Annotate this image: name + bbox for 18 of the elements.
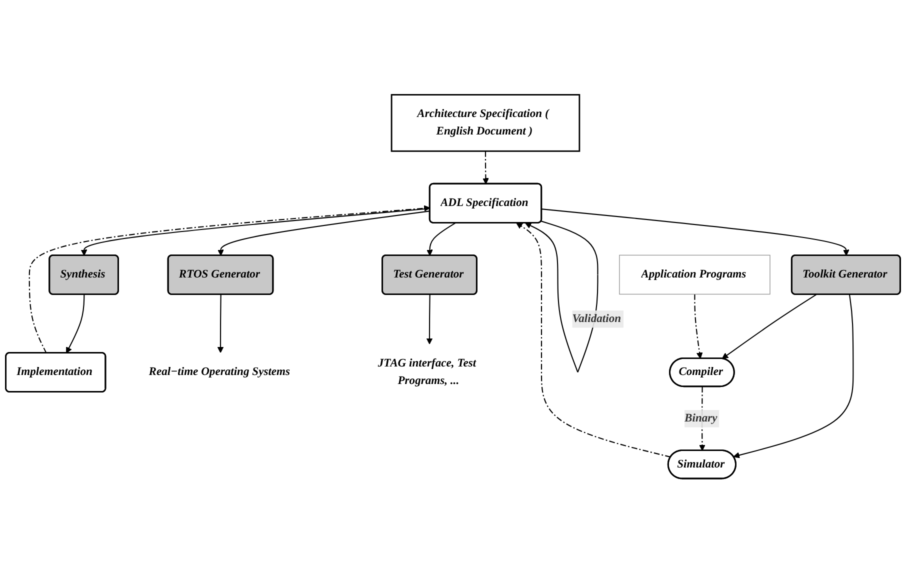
arrow <box>80 208 430 256</box>
arrow <box>542 208 850 256</box>
node-box: Architecture Specification ( English Document ) <box>390 94 580 152</box>
edge-label: Binary <box>684 412 718 424</box>
node-text: Real−time Operating Systems <box>148 366 290 378</box>
arrow <box>217 294 224 353</box>
arrow <box>694 294 703 359</box>
node-text: JTAG interface, Test Programs, ... <box>378 356 476 387</box>
arrow <box>426 222 456 256</box>
arrow <box>218 210 430 256</box>
arrow <box>66 294 85 354</box>
arrow <box>426 294 433 344</box>
arrow <box>722 294 817 359</box>
arrow <box>28 205 430 354</box>
arrow <box>733 294 854 458</box>
arrow <box>516 222 671 458</box>
edge-label: Validation <box>572 312 622 325</box>
arrow <box>482 151 489 184</box>
